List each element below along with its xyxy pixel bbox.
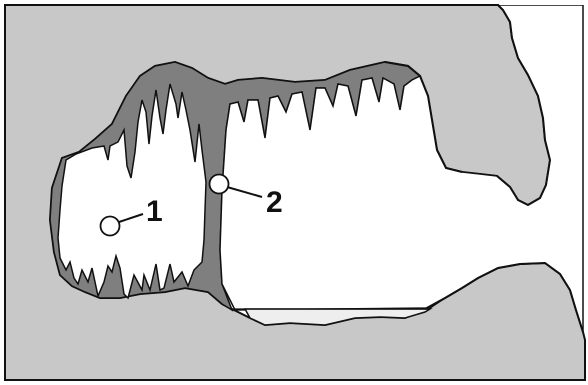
callout-1-leader [118,213,144,223]
callout-1: 1 [99,195,163,237]
left-chamber-air [57,83,207,300]
rock-outline [4,4,586,381]
callout-1-marker [99,215,121,237]
callout-2-number: 2 [266,186,283,219]
cave-pool [235,308,433,326]
rock-outline-path [4,4,586,381]
callout-2: 2 [208,173,283,219]
callout-2-leader [226,186,263,198]
sky-open-area [499,3,585,5]
callout-1-number: 1 [146,195,163,228]
cave-pool-water [243,308,433,326]
callout-2-marker [208,173,230,195]
